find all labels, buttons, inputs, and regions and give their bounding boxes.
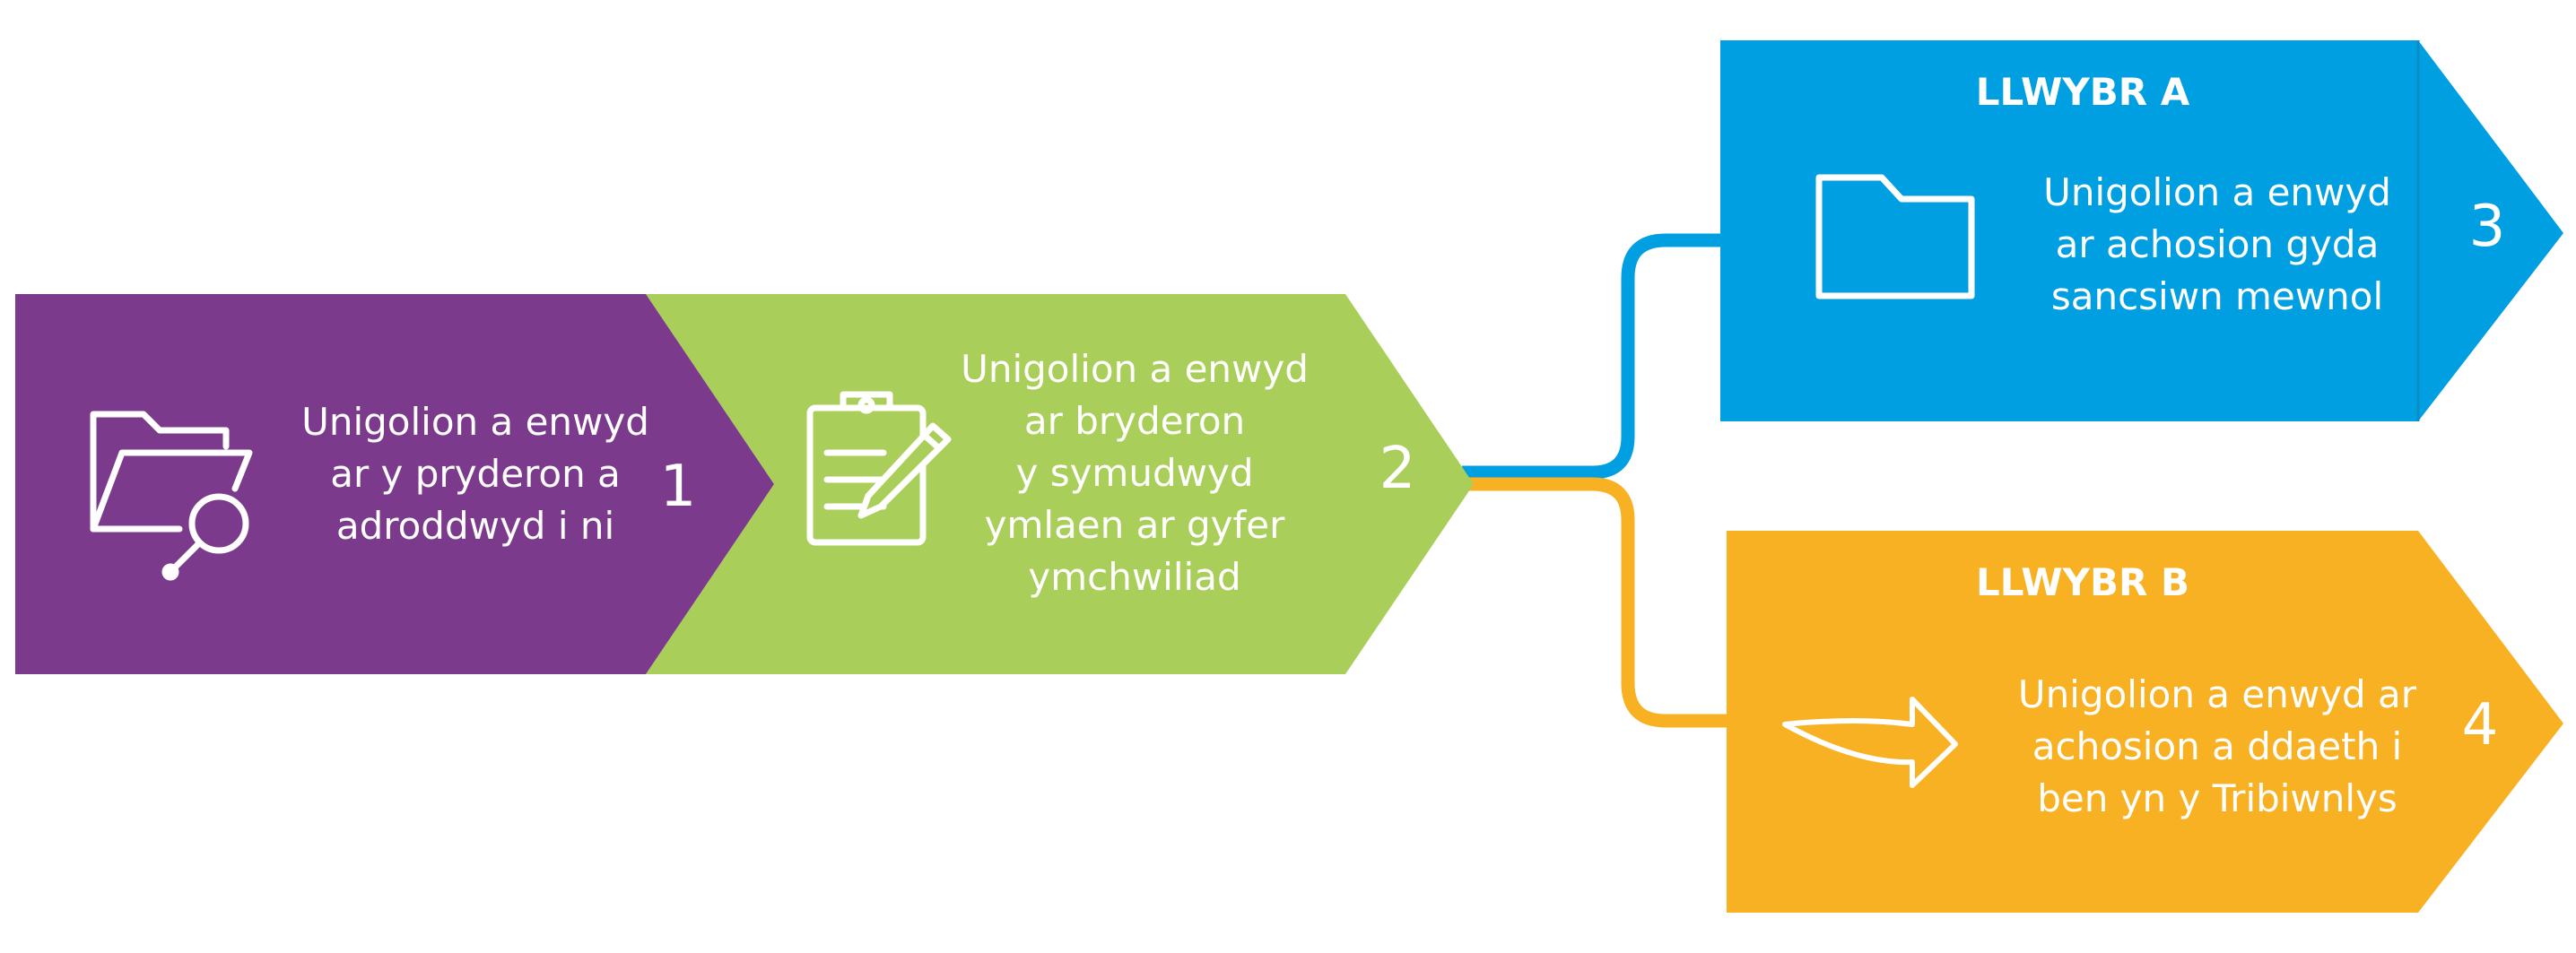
- step-2-text: Unigolion a enwyd ar bryderon y symudwyd…: [961, 347, 1309, 599]
- connector-route-b: [1462, 477, 1727, 728]
- route-b-number: 4: [2461, 692, 2499, 758]
- step-1-text: Unigolion a enwyd ar y pryderon a adrodd…: [301, 400, 649, 548]
- step-1-shape: [15, 294, 774, 674]
- route-a-heading: LLWYBR A: [1975, 70, 2190, 114]
- curved-arrow-icon: [1782, 697, 1958, 788]
- step-2-shape: [646, 294, 1474, 674]
- clipboard-pencil-icon: [806, 391, 952, 546]
- route-b-text: Unigolion a enwyd ar achosion a ddaeth i…: [2017, 672, 2417, 820]
- route-a-text: Unigolion a enwyd ar achosion gyda sancs…: [2043, 170, 2391, 318]
- step-1-number: 1: [659, 454, 697, 520]
- route-a-number: 3: [2468, 194, 2506, 260]
- route-a-shape: [1720, 40, 2563, 421]
- folder-search-icon: [90, 411, 253, 581]
- route-b-shape: [1727, 531, 2563, 913]
- connector-route-a: [1462, 233, 1720, 480]
- step-2-number: 2: [1379, 436, 1416, 502]
- folder-icon: [1815, 174, 1975, 299]
- route-b-heading: LLWYBR B: [1976, 560, 2189, 604]
